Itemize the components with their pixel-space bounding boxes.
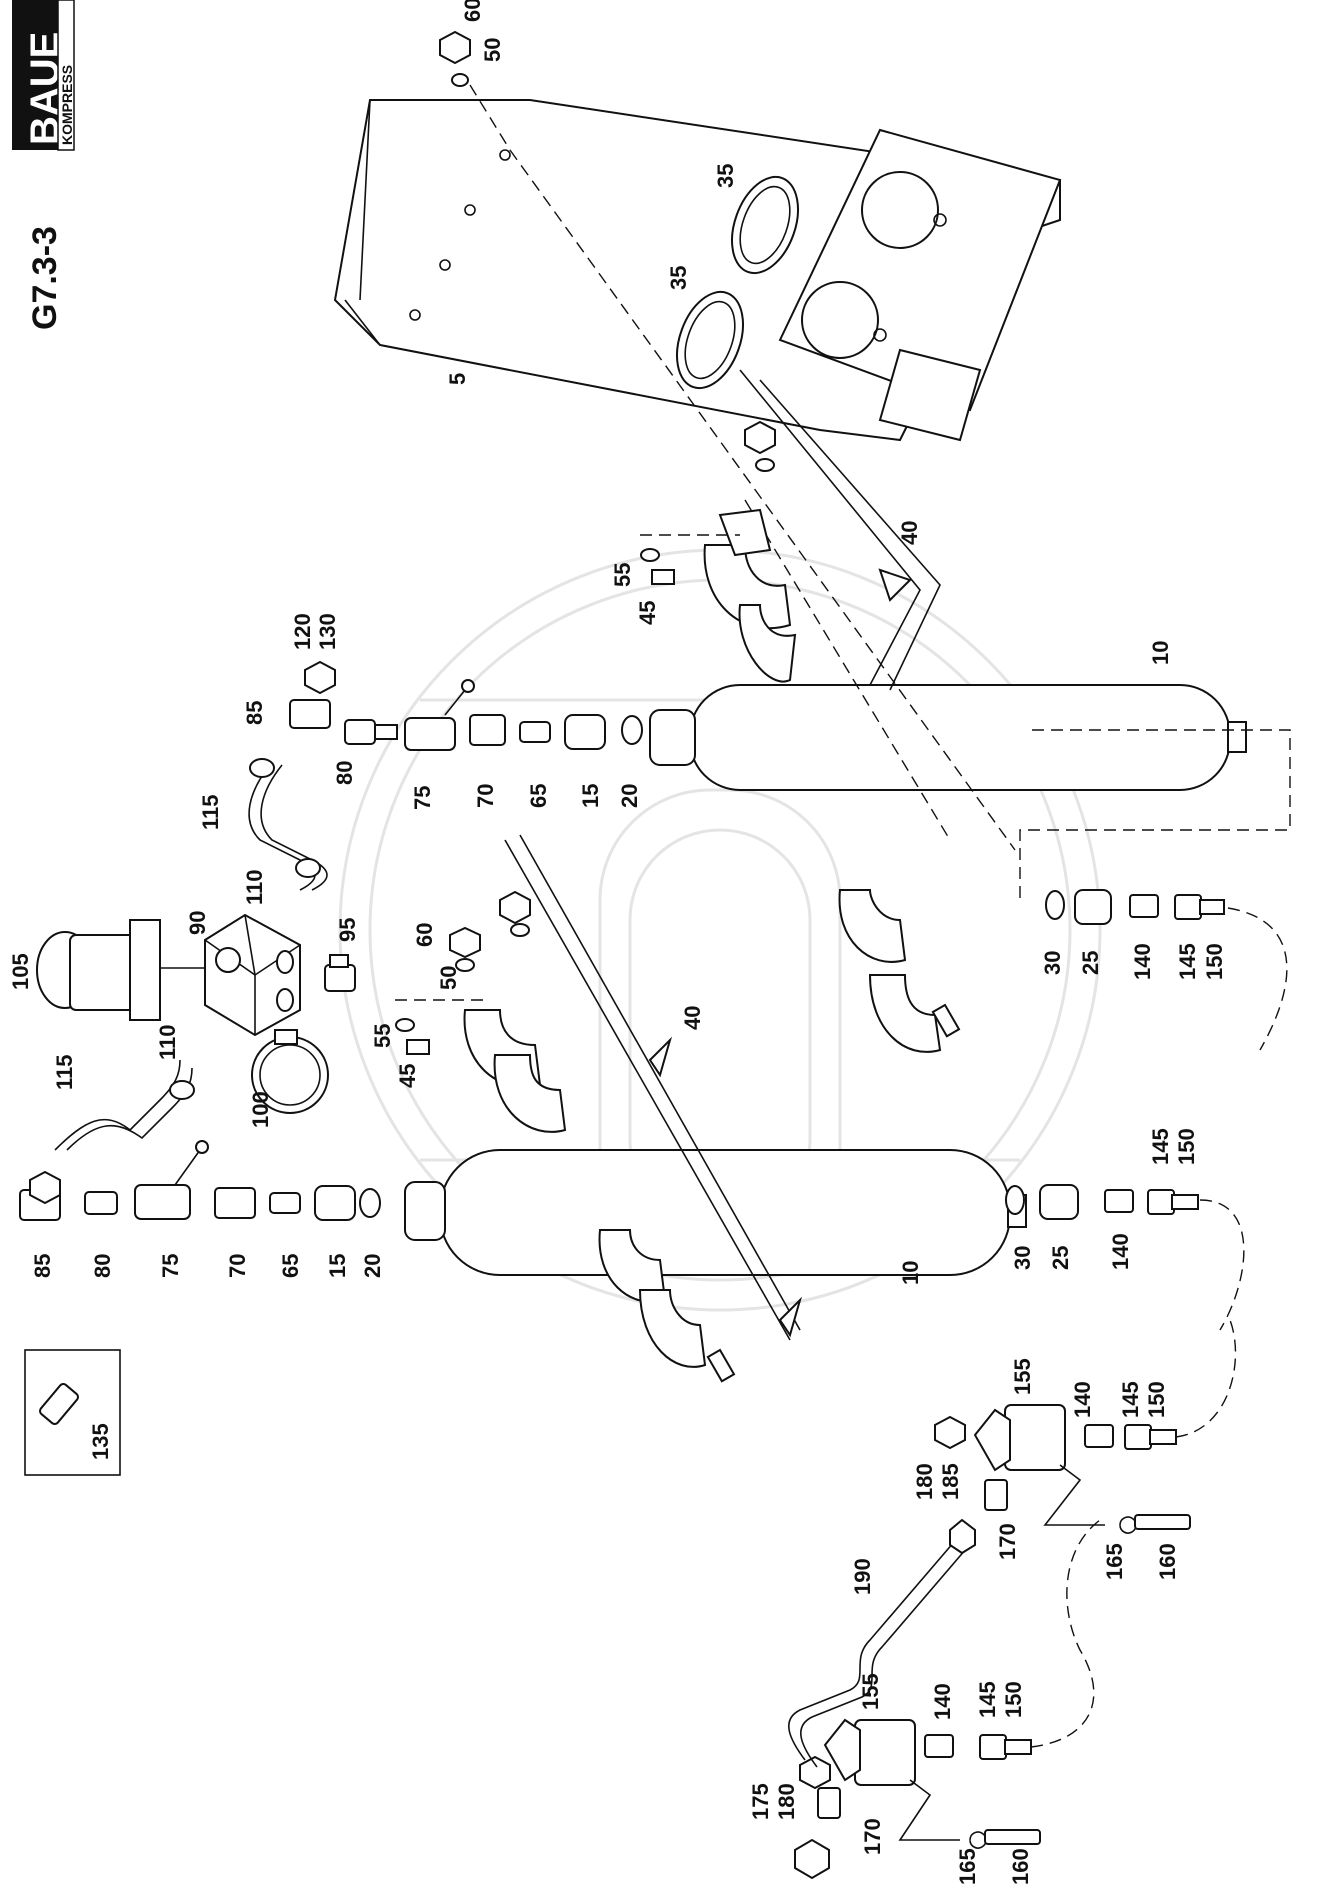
lower-clamps [463,1009,736,1383]
callout-100: 100 [248,1091,273,1128]
callout-40: 40 [897,521,922,545]
callout-85: 85 [242,701,267,725]
callout-140: 140 [930,1683,955,1720]
callout-110: 110 [242,870,267,906]
callout-170: 170 [995,1523,1020,1560]
callout-90: 90 [185,911,210,935]
callout-35: 35 [666,266,691,290]
callout-45: 45 [395,1064,420,1088]
callout-65: 65 [278,1254,303,1278]
callout-25: 25 [1078,951,1103,975]
callout-30: 30 [1040,951,1065,975]
callout-80: 80 [90,1254,115,1278]
pipe-190 [788,1518,976,1768]
manifold-block [204,913,301,1037]
callout-150: 150 [1202,943,1227,980]
callout-75: 75 [158,1254,183,1278]
brand-subtitle: KOMPRESS [59,65,75,145]
callout-20: 20 [360,1254,385,1278]
callout-5: 5 [445,373,470,385]
callout-30: 30 [1010,1246,1035,1270]
callout-140: 140 [1108,1233,1133,1270]
frame-part [333,99,1062,442]
callout-145: 145 [975,1681,1000,1718]
callout-155: 155 [858,1673,883,1710]
callout-75: 75 [410,786,435,810]
page-code: G7.3-3 [26,226,64,330]
strap-lower [504,834,803,1341]
callout-145: 145 [1118,1381,1143,1418]
callout-10: 10 [898,1261,923,1285]
upper-drain-fittings [1019,729,1291,925]
callout-140: 140 [1130,943,1155,980]
lower-valve-assembly [19,1059,381,1221]
callout-15: 15 [578,784,603,808]
inset-box-135 [24,1349,121,1476]
strap-upper [739,369,941,691]
top-nut-washer [439,30,511,151]
callout-115: 115 [198,795,223,831]
callout-165: 165 [1102,1543,1127,1580]
callout-65: 65 [526,784,551,808]
callout-70: 70 [473,784,498,808]
brand-logo: BAUE KOMPRESS [12,0,75,151]
callout-95: 95 [335,918,360,942]
callout-185: 185 [938,1463,963,1500]
callout-165: 165 [955,1848,980,1885]
callout-160: 160 [1155,1543,1180,1580]
callout-45: 45 [635,601,660,625]
callout-50: 50 [436,966,461,990]
drain-valve-lower-155 [794,1519,1101,1880]
callout-25: 25 [1048,1246,1073,1270]
upper-cylinder [649,684,1247,791]
callout-55: 55 [610,563,635,587]
callout-150: 150 [1174,1128,1199,1165]
callout-175: 175 [748,1783,773,1820]
lower-fasteners [395,890,531,1055]
callout-35: 35 [713,164,738,188]
callout-150: 150 [1144,1381,1169,1418]
upper-valve-assembly [248,660,643,891]
callout-85: 85 [30,1254,55,1278]
callout-180: 180 [774,1783,799,1820]
plug-95 [324,954,356,992]
callout-110: 110 [155,1025,180,1061]
callout-135: 135 [88,1423,113,1460]
callout-40: 40 [680,1006,705,1030]
callout-145: 145 [1148,1128,1173,1165]
callout-20: 20 [617,784,642,808]
callout-180: 180 [912,1463,937,1500]
upper-clamps [703,508,961,1053]
callout-labels: 60 50 35 35 5 40 55 45 10 120 130 85 80 … [8,0,1227,1885]
lower-drain-fittings [1005,907,1288,1331]
callout-55: 55 [370,1024,395,1048]
callout-170: 170 [860,1818,885,1855]
callout-130: 130 [315,613,340,650]
drain-valve-upper-155 [934,1319,1237,1534]
callout-150: 150 [1001,1681,1026,1718]
callout-50: 50 [480,38,505,62]
callout-105: 105 [8,953,33,990]
seal-rings [676,175,799,390]
pressure-gauge-105 [36,919,205,1021]
callout-115: 115 [52,1055,77,1091]
callout-155: 155 [1010,1358,1035,1395]
callout-140: 140 [1070,1381,1095,1418]
lower-cylinder [404,1149,1027,1276]
callout-60: 60 [412,923,437,947]
callout-80: 80 [332,761,357,785]
callout-60: 60 [460,0,485,22]
callout-15: 15 [325,1254,350,1278]
upper-fasteners [640,420,776,585]
page-header: G7.3-3 BAUE KOMPRESS [12,0,75,330]
pressure-gauge-100 [251,1029,329,1114]
callout-120: 120 [290,613,315,650]
callout-190: 190 [850,1558,875,1595]
callout-160: 160 [1008,1848,1033,1885]
callout-70: 70 [225,1254,250,1278]
callout-145: 145 [1175,943,1200,980]
callout-10: 10 [1148,641,1173,665]
